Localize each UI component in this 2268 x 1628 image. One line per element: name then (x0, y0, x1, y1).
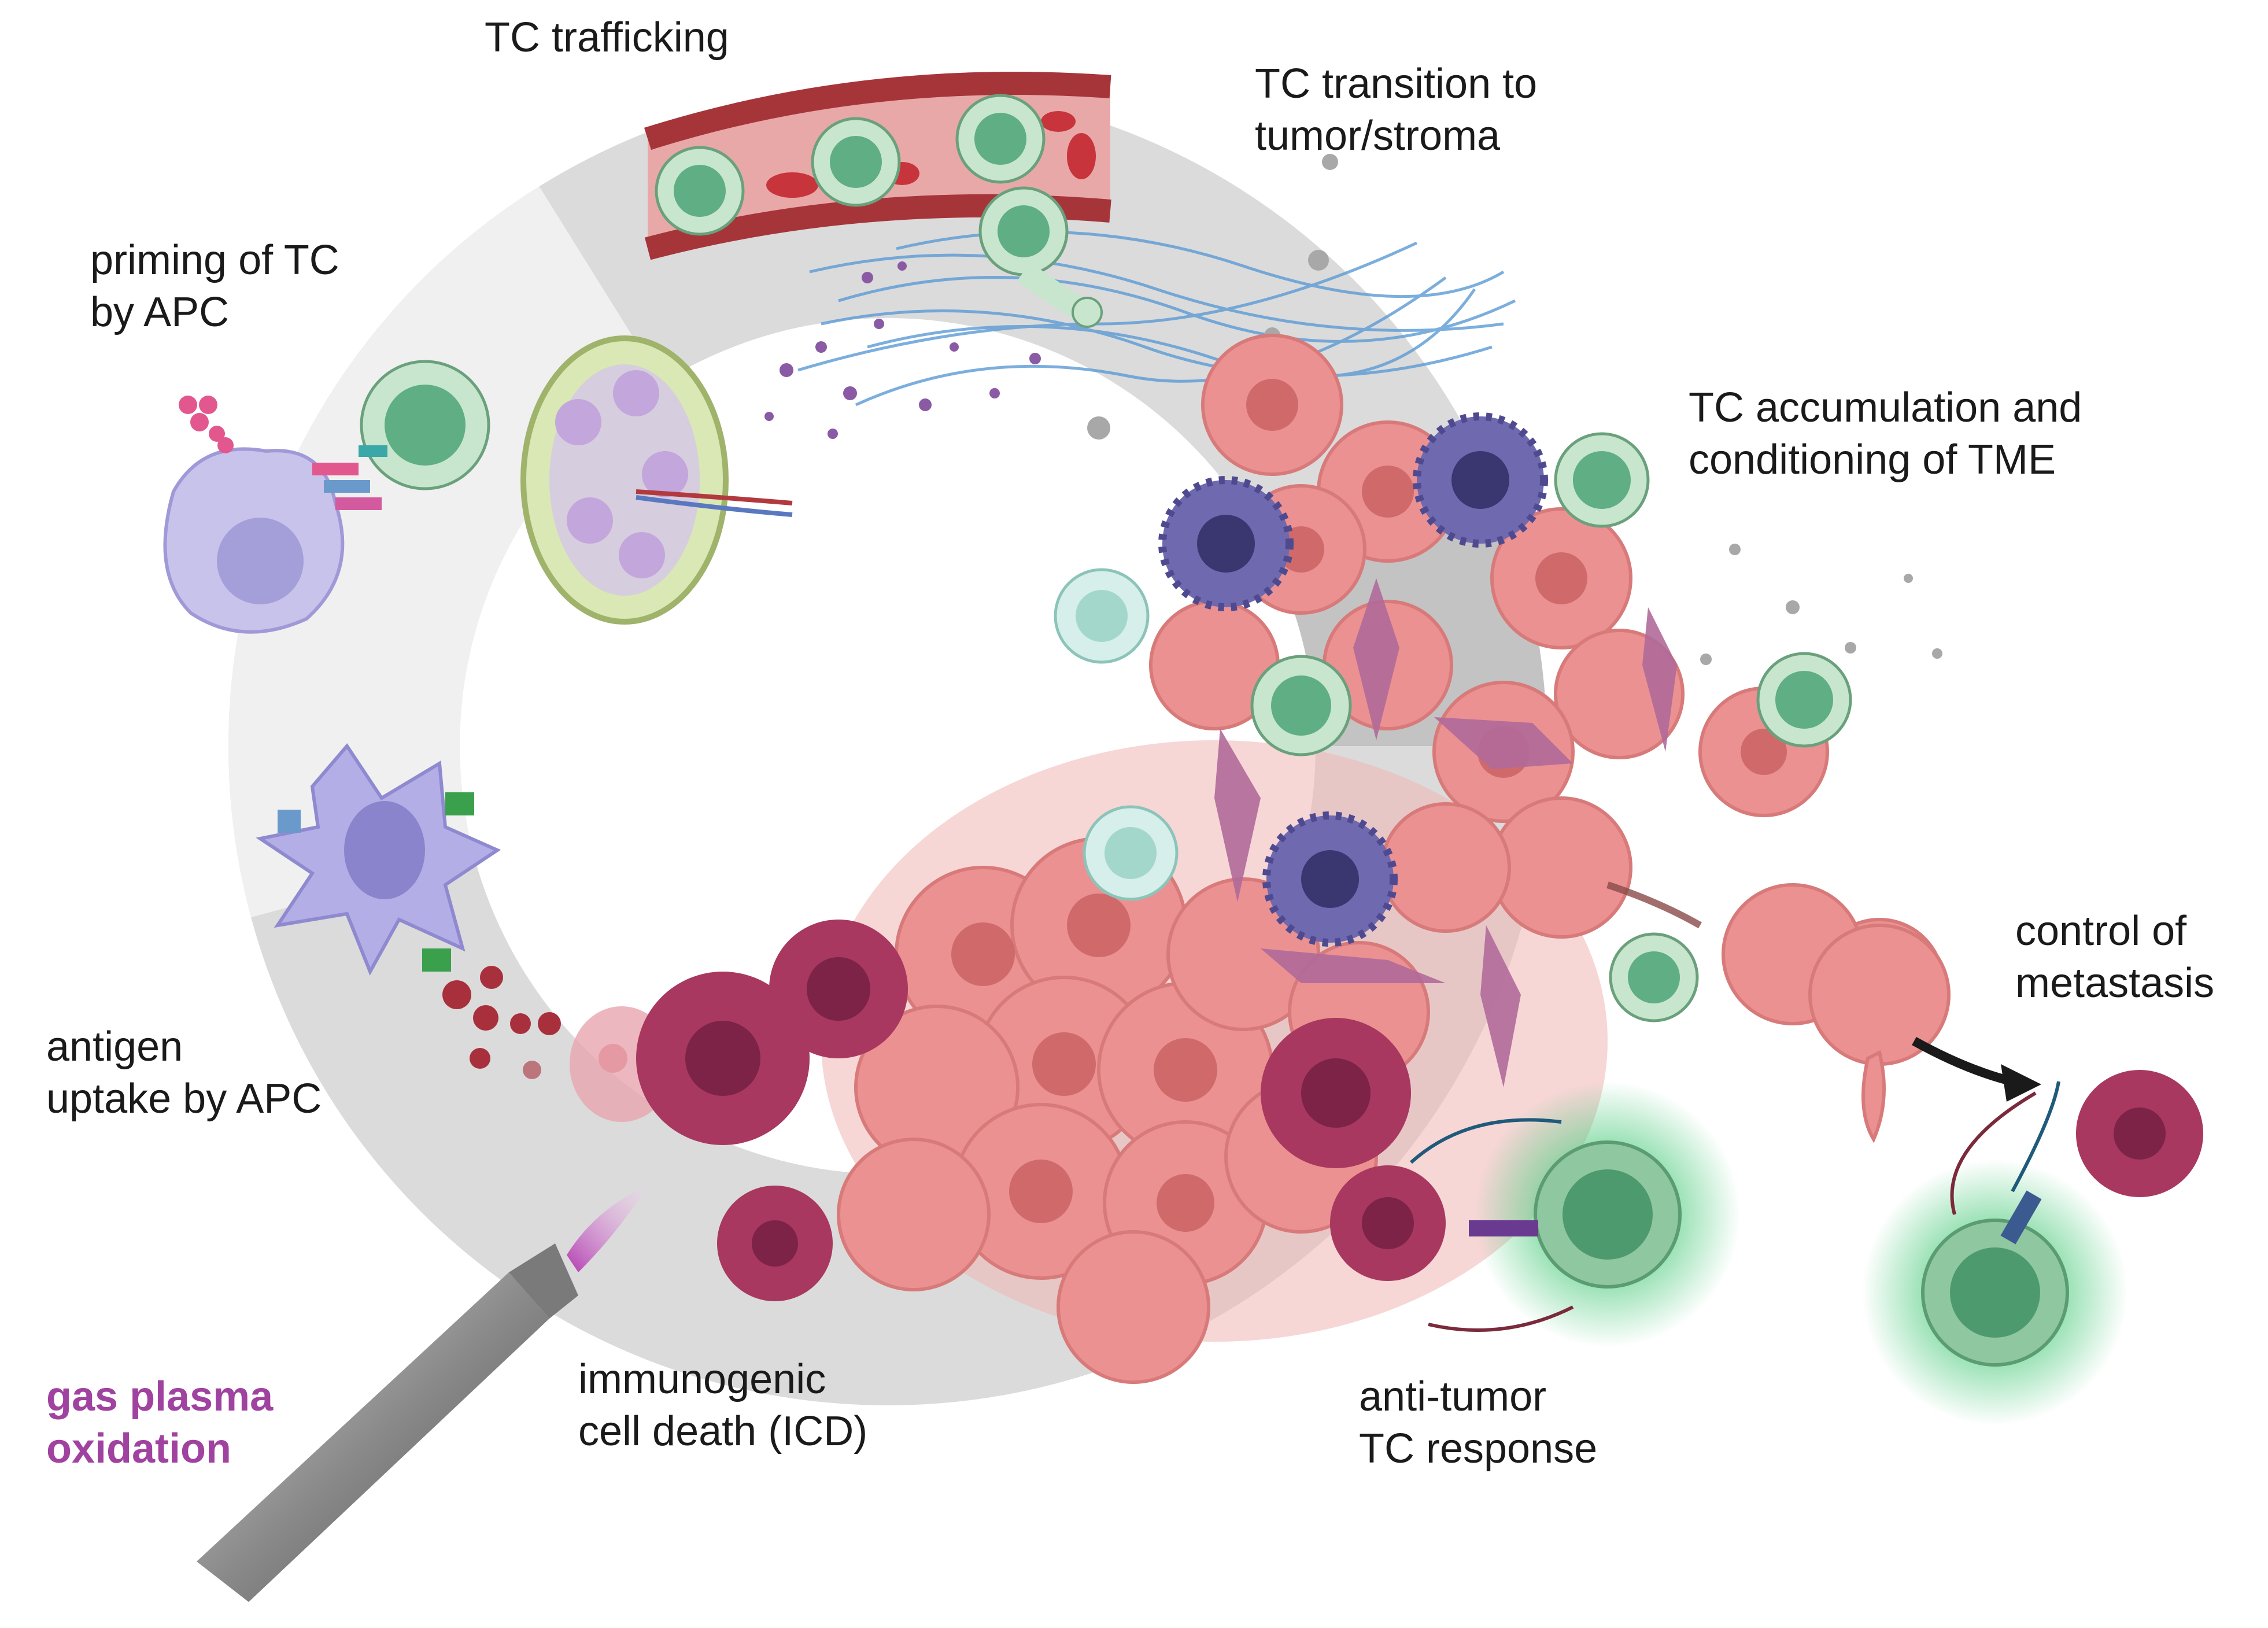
particles (764, 261, 1041, 439)
label-gas-plasma-line1: gas plasma (46, 1374, 274, 1420)
teal-t-cells (1054, 568, 1179, 901)
label-metastasis-line2: metastasis (2015, 960, 2215, 1006)
label-tc-transition: TC transition to tumor/stroma (1255, 58, 1537, 162)
receptor-complexes (278, 445, 2042, 1245)
label-tc-trafficking: TC trafficking (485, 12, 729, 64)
label-priming-line1: priming of TC (90, 237, 339, 283)
label-metastasis-line1: control of (2015, 908, 2187, 954)
label-icd: immunogenic cell death (ICD) (578, 1353, 867, 1457)
fibroblasts (1214, 578, 1677, 1087)
label-tc-transition-line2: tumor/stroma (1255, 113, 1501, 159)
label-gas-plasma-line2: oxidation (46, 1426, 231, 1472)
plasma-pen (197, 1186, 648, 1602)
label-priming-line2: by APC (90, 289, 230, 335)
label-tc-accumulation-line1: TC accumulation and (1689, 385, 2082, 431)
collagen-fibers (797, 230, 1516, 407)
label-priming: priming of TC by APC (90, 234, 339, 338)
apc-cells (163, 447, 501, 976)
label-icd-line1: immunogenic (578, 1356, 826, 1402)
label-tc-accumulation: TC accumulation and conditioning of TME (1689, 382, 2082, 486)
t-cells (360, 94, 1852, 1022)
label-antigen-uptake-line1: antigen (46, 1024, 183, 1070)
label-tc-transition-line1: TC transition to (1255, 61, 1538, 107)
metastasizing-cells (1722, 883, 1951, 1143)
metastasis-arrow (1606, 881, 2041, 1102)
label-tc-trafficking-text: TC trafficking (485, 14, 729, 61)
label-anti-tumor-response-line1: anti-tumor (1359, 1374, 1547, 1420)
label-anti-tumor-response: anti-tumor TC response (1359, 1371, 1597, 1475)
effector-t-cells (1475, 1081, 2128, 1426)
response-arrows (1409, 1081, 2060, 1332)
macrophages (1158, 412, 1548, 947)
label-icd-line2: cell death (ICD) (578, 1408, 868, 1455)
lymph-node (520, 335, 793, 625)
label-gas-plasma: gas plasma oxidation (46, 1371, 273, 1475)
dying-cells (570, 920, 2203, 1301)
label-tc-accumulation-line2: conditioning of TME (1689, 437, 2056, 483)
label-antigen-uptake: antigen uptake by APC (46, 1021, 322, 1125)
label-anti-tumor-response-line2: TC response (1359, 1426, 1598, 1472)
label-metastasis: control of metastasis (2015, 905, 2214, 1009)
pink-antigens (179, 396, 234, 453)
label-antigen-uptake-line2: uptake by APC (46, 1076, 322, 1122)
